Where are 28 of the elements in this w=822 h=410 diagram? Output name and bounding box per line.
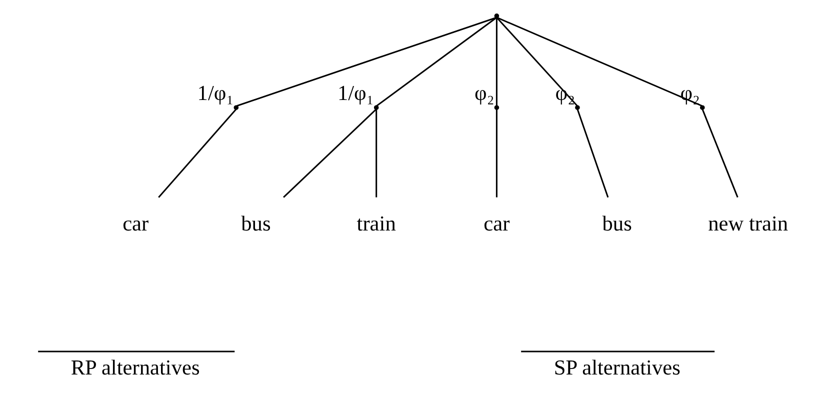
- connector: [496, 109, 498, 198]
- connector: [158, 108, 236, 198]
- label: SP alternatives: [554, 356, 680, 380]
- connector: [376, 109, 378, 198]
- node-point: [575, 105, 580, 110]
- connector: [496, 18, 498, 106]
- node-text: car: [122, 212, 149, 236]
- node-label: φ₂: [474, 81, 494, 106]
- connector: [236, 17, 496, 107]
- node-text: car: [484, 212, 510, 236]
- connector: [576, 109, 609, 198]
- node-point: [494, 105, 500, 110]
- connector: [496, 17, 578, 106]
- node-point: [374, 105, 379, 110]
- node-point: [494, 14, 500, 18]
- node-text: new train: [708, 212, 788, 236]
- node-text: bus: [602, 212, 632, 236]
- node-text: train: [356, 212, 396, 236]
- node-point: [700, 105, 705, 110]
- connector: [283, 108, 376, 198]
- node-point: [234, 105, 239, 110]
- label: RP alternatives: [70, 356, 200, 380]
- connector: [702, 109, 738, 198]
- connector: [376, 17, 497, 106]
- connector: [497, 17, 702, 107]
- node-label: 1/φ₁: [337, 81, 374, 106]
- node-text: bus: [241, 212, 271, 236]
- node-label: 1/φ₁: [197, 81, 234, 106]
